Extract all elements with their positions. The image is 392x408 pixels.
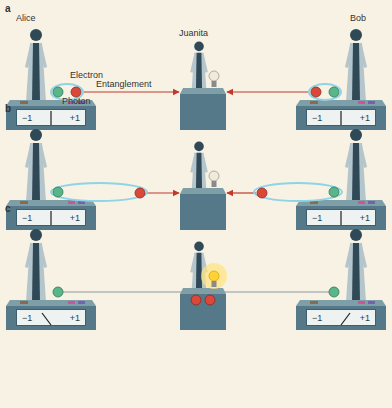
- meter-scale: +1: [360, 313, 370, 323]
- light-bulb-lit: [209, 271, 219, 287]
- panel-c: [6, 229, 386, 330]
- meter-scale: −1: [312, 113, 322, 123]
- electron: [329, 187, 339, 197]
- meter-needles: [42, 111, 350, 325]
- electron: [53, 87, 63, 97]
- part-label: Photon: [62, 96, 91, 106]
- panel-letter: c: [5, 203, 11, 214]
- alice-station: [6, 200, 96, 230]
- meter-face: −1 +1: [16, 309, 86, 326]
- meter-face: −1 +1: [306, 309, 376, 326]
- panel-a: [6, 29, 386, 130]
- bob-figure: [345, 129, 367, 202]
- bob-figure: [345, 229, 367, 302]
- photon-path: [227, 192, 256, 193]
- part-label: Bob: [350, 13, 366, 23]
- meter-needle: [340, 211, 341, 225]
- meter-scale: −1: [22, 113, 32, 123]
- meter-needle: [340, 111, 341, 125]
- entanglement-loop: [51, 183, 147, 201]
- juanita-station: [180, 288, 226, 330]
- meter-face: −1 +1: [16, 209, 86, 226]
- part-label: Electron: [70, 70, 103, 80]
- meter-scale: +1: [70, 213, 80, 223]
- meter-needle: [42, 313, 51, 325]
- electron: [53, 287, 63, 297]
- meter-scale: −1: [312, 313, 322, 323]
- photon-path: [146, 192, 179, 193]
- bob-figure: [345, 29, 367, 102]
- photon: [135, 188, 145, 198]
- alice-figure: [25, 229, 47, 302]
- photon-path: [227, 91, 310, 92]
- bob-station: [296, 300, 386, 330]
- light-bulb: [209, 171, 219, 187]
- part-label: Alice: [16, 13, 36, 23]
- meter-face: −1 +1: [306, 109, 376, 126]
- entanglement-loop: [254, 183, 342, 201]
- photon-path: [82, 91, 179, 92]
- electron: [329, 87, 339, 97]
- meter-scale: −1: [312, 213, 322, 223]
- meter-needle: [50, 111, 51, 125]
- juanita-station: [180, 188, 226, 230]
- meter-scale: +1: [360, 113, 370, 123]
- alice-station: [6, 300, 96, 330]
- photon: [191, 295, 201, 305]
- light-bulb: [209, 71, 219, 87]
- meter-scale: −1: [22, 213, 32, 223]
- meter-scale: +1: [360, 213, 370, 223]
- meter-scale: +1: [70, 313, 80, 323]
- bob-station: [296, 200, 386, 230]
- panel-letter: b: [5, 103, 11, 114]
- part-label: Entanglement: [96, 79, 152, 89]
- photon: [71, 87, 81, 97]
- photon: [257, 188, 267, 198]
- photon: [205, 295, 215, 305]
- bob-station: [296, 100, 386, 130]
- meter-face: −1 +1: [16, 109, 86, 126]
- entanglement-loop: [309, 84, 341, 100]
- part-label: Juanita: [179, 28, 208, 38]
- meter-scale: −1: [22, 313, 32, 323]
- alice-figure: [25, 29, 47, 102]
- panel-letter: a: [5, 3, 11, 14]
- entanglement-line: [63, 292, 329, 293]
- alice-figure: [25, 129, 47, 202]
- meter-scale: +1: [70, 113, 80, 123]
- electron: [329, 287, 339, 297]
- juanita-station: [180, 88, 226, 130]
- meter-needle: [341, 313, 350, 325]
- photon: [311, 87, 321, 97]
- meter-face: −1 +1: [306, 209, 376, 226]
- panel-b: [6, 129, 386, 230]
- meter-needle: [50, 211, 51, 225]
- electron: [53, 187, 63, 197]
- bulb-glow: [201, 263, 227, 289]
